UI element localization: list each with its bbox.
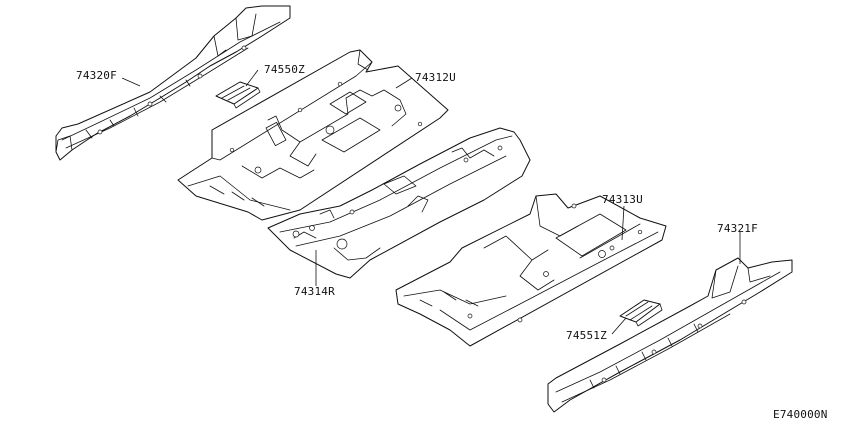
part-label-74320F: 74320F <box>76 69 117 82</box>
part-label-74550Z: 74550Z <box>264 63 305 76</box>
part-74313U-rear-floor[interactable] <box>395 193 667 347</box>
part-label-74313U: 74313U <box>602 193 643 206</box>
part-74551Z-bracket[interactable] <box>619 299 663 327</box>
part-74320F-side-sill-left[interactable] <box>55 5 291 161</box>
part-label-74551Z: 74551Z <box>566 329 607 342</box>
diagram-id: E740000N <box>773 408 828 421</box>
part-label-74314R: 74314R <box>294 285 335 298</box>
part-74321F-side-sill-right[interactable] <box>547 257 793 413</box>
part-label-74312U: 74312U <box>415 71 456 84</box>
part-74314R-center-floor[interactable] <box>267 127 531 279</box>
part-74312U-front-floor[interactable] <box>177 49 449 221</box>
part-74550Z-bracket[interactable] <box>215 81 261 109</box>
leader-lines <box>121 69 741 335</box>
part-label-74321F: 74321F <box>717 222 758 235</box>
